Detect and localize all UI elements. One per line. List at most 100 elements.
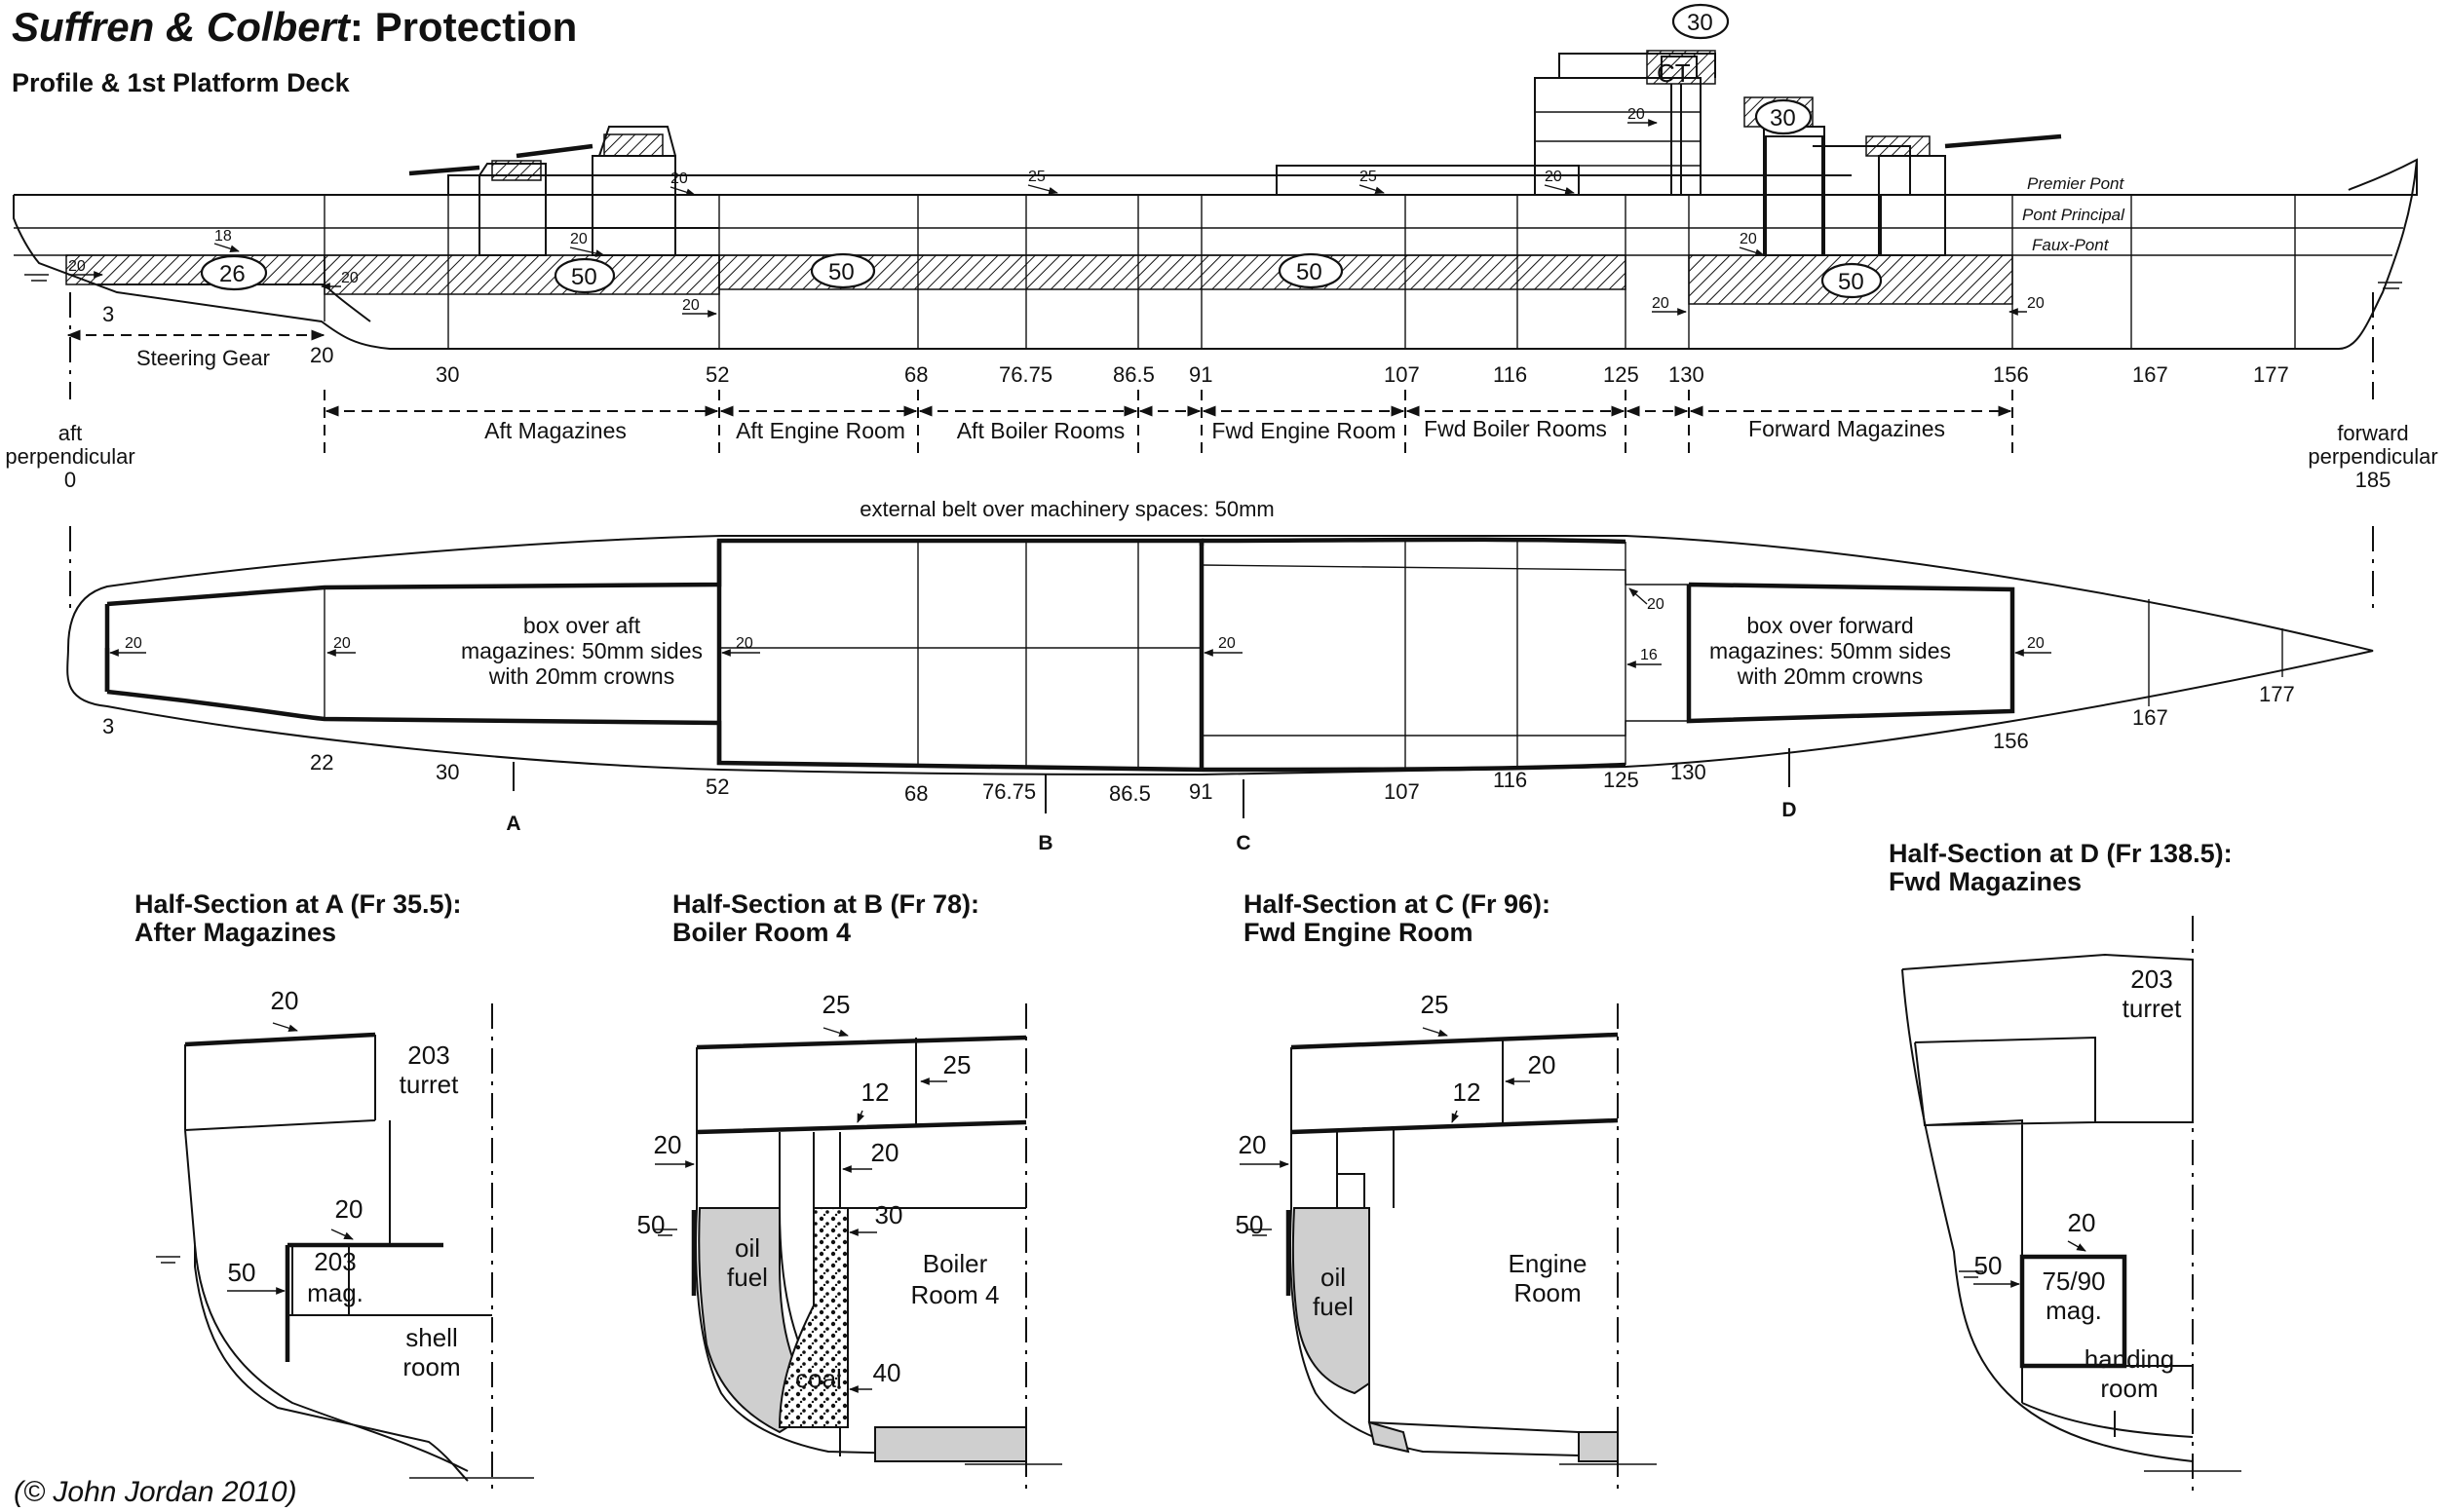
d-label-50: 50 — [1974, 1251, 2003, 1280]
pln-num-130: 130 — [1670, 760, 1706, 784]
box-aft-line3: with 20mm crowns — [488, 663, 674, 689]
fwd-perp-line2: perpendicular — [2308, 444, 2437, 469]
space-dimension-lines — [324, 390, 2013, 458]
c-label-fuel: fuel — [1313, 1292, 1354, 1321]
a-label-203-mag: 203 — [314, 1247, 356, 1276]
half-section-c: Half-Section at C (Fr 96): Fwd Engine Ro… — [1236, 889, 1657, 1491]
b-label-30: 30 — [875, 1200, 903, 1229]
pln-16: 16 — [1640, 647, 1658, 663]
pln-20-b: 20 — [333, 635, 351, 652]
a-label-50: 50 — [228, 1258, 256, 1287]
profile-small-labels: 18 20 20 20 20 20 25 25 20 20 20 20 20 — [68, 106, 2045, 318]
a-label-20-mid: 20 — [335, 1194, 363, 1224]
space-aft-engine-room: Aft Engine Room — [736, 418, 905, 443]
space-fwd-boiler-rooms: Fwd Boiler Rooms — [1424, 416, 1607, 441]
half-section-b: Half-Section at B (Fr 78): Boiler Room 4… — [637, 889, 1062, 1491]
pf-num-3: 3 — [102, 302, 114, 326]
b-label-fuel: fuel — [727, 1263, 768, 1292]
pl-25-a: 25 — [1028, 169, 1046, 185]
pl-20-d: 20 — [670, 170, 688, 187]
plan-view: external belt over machinery spaces: 50m… — [66, 497, 2374, 854]
pf-num-91: 91 — [1189, 362, 1212, 387]
fwd-perp-line3: 185 — [2355, 468, 2391, 492]
a-label-room: room — [402, 1352, 460, 1381]
pln-20-f: 20 — [2027, 635, 2045, 652]
deck-label-pont-principal: Pont Principal — [2022, 206, 2125, 224]
pln-20-a: 20 — [125, 635, 142, 652]
deck-label-faux-pont: Faux-Pont — [2032, 236, 2110, 254]
pl-18: 18 — [214, 228, 232, 245]
pln-num-86-5: 86.5 — [1109, 781, 1151, 806]
pf-num-177: 177 — [2253, 362, 2289, 387]
pf-num-20: 20 — [310, 343, 333, 367]
profile-armour-ovals: 26 50 50 50 50 30 30 — [200, 3, 1883, 299]
b-label-room-4: Room 4 — [910, 1280, 999, 1309]
a-label-20-top: 20 — [271, 986, 299, 1015]
b-label-25-top: 25 — [822, 990, 851, 1019]
belt-note: external belt over machinery spaces: 50m… — [860, 497, 1275, 521]
oval-50-c: 50 — [1296, 259, 1322, 285]
pf-num-76-75: 76.75 — [999, 362, 1052, 387]
pl-25-b: 25 — [1359, 169, 1377, 185]
pl-20-j: 20 — [2027, 295, 2045, 312]
pln-num-116: 116 — [1493, 768, 1527, 792]
pl-20-h: 20 — [1740, 231, 1757, 247]
a-label-mag: mag. — [307, 1278, 363, 1307]
space-fwd-engine-room: Fwd Engine Room — [1211, 418, 1396, 443]
pln-num-52: 52 — [706, 775, 729, 799]
pl-20-e: 20 — [682, 297, 700, 314]
space-aft-boiler-rooms: Aft Boiler Rooms — [957, 418, 1126, 443]
pln-20-e: 20 — [1647, 596, 1664, 613]
d-label-turret: turret — [2123, 994, 2182, 1023]
aft-perp-line1: aft — [58, 421, 82, 445]
b-label-20-left: 20 — [654, 1130, 682, 1159]
box-fwd-line1: box over forward — [1746, 613, 1913, 638]
pf-num-156: 156 — [1993, 362, 2029, 387]
pln-num-91: 91 — [1189, 779, 1212, 804]
b-label-40: 40 — [873, 1358, 901, 1387]
title-ship-names: Suffren & Colbert — [12, 4, 350, 50]
section-b-subtitle: Boiler Room 4 — [672, 918, 851, 947]
profile-frame-numbers: 3 20 30 52 68 76.75 86.5 91 107 116 125 … — [102, 302, 2289, 387]
pl-20-i: 20 — [1652, 295, 1669, 312]
d-label-20: 20 — [2068, 1208, 2096, 1237]
space-forward-magazines: Forward Magazines — [1748, 416, 1945, 441]
steering-gear-label: Steering Gear — [136, 346, 270, 370]
b-label-20-right: 20 — [871, 1138, 899, 1167]
b-label-coal: coal — [795, 1364, 842, 1393]
half-section-a: Half-Section at A (Fr 35.5): After Magaz… — [134, 889, 534, 1491]
pln-num-3: 3 — [102, 714, 114, 738]
d-label-room: room — [2100, 1374, 2158, 1403]
c-label-20-left: 20 — [1239, 1130, 1267, 1159]
plan-frame-numbers: 3 22 30 52 68 76.75 86.5 91 107 116 125 … — [102, 682, 2295, 806]
page-subtitle: Profile & 1st Platform Deck — [12, 68, 350, 97]
ct-label: CT — [1657, 58, 1691, 88]
plan-small-labels: 20 20 20 20 20 16 20 — [109, 587, 2051, 668]
box-fwd-line2: magazines: 50mm sides — [1709, 638, 1951, 663]
box-fwd-line3: with 20mm crowns — [1737, 663, 1923, 689]
b-label-boiler: Boiler — [923, 1249, 988, 1278]
a-label-203: 203 — [407, 1040, 449, 1070]
c-label-12: 12 — [1453, 1077, 1481, 1107]
section-mark-d: D — [1781, 799, 1796, 821]
c-label-oil: oil — [1320, 1263, 1346, 1292]
pf-num-167: 167 — [2132, 362, 2168, 387]
section-mark-b: B — [1038, 832, 1052, 854]
copyright-credit: (© John Jordan 2010) — [14, 1476, 297, 1508]
c-label-20-right: 20 — [1528, 1050, 1556, 1079]
c-label-engine: Engine — [1509, 1249, 1587, 1278]
pl-20-f: 20 — [1545, 169, 1562, 185]
pf-num-125: 125 — [1603, 362, 1639, 387]
pl-20-a: 20 — [68, 258, 86, 275]
b-label-oil: oil — [735, 1233, 760, 1263]
c-label-25: 25 — [1421, 990, 1449, 1019]
section-b-title: Half-Section at B (Fr 78): — [672, 889, 979, 919]
pln-num-76-75: 76.75 — [982, 779, 1036, 804]
c-label-50: 50 — [1236, 1210, 1264, 1239]
section-c-subtitle: Fwd Engine Room — [1243, 918, 1473, 947]
box-aft-line2: magazines: 50mm sides — [461, 638, 703, 663]
pln-num-30: 30 — [436, 760, 459, 784]
pf-num-52: 52 — [706, 362, 729, 387]
